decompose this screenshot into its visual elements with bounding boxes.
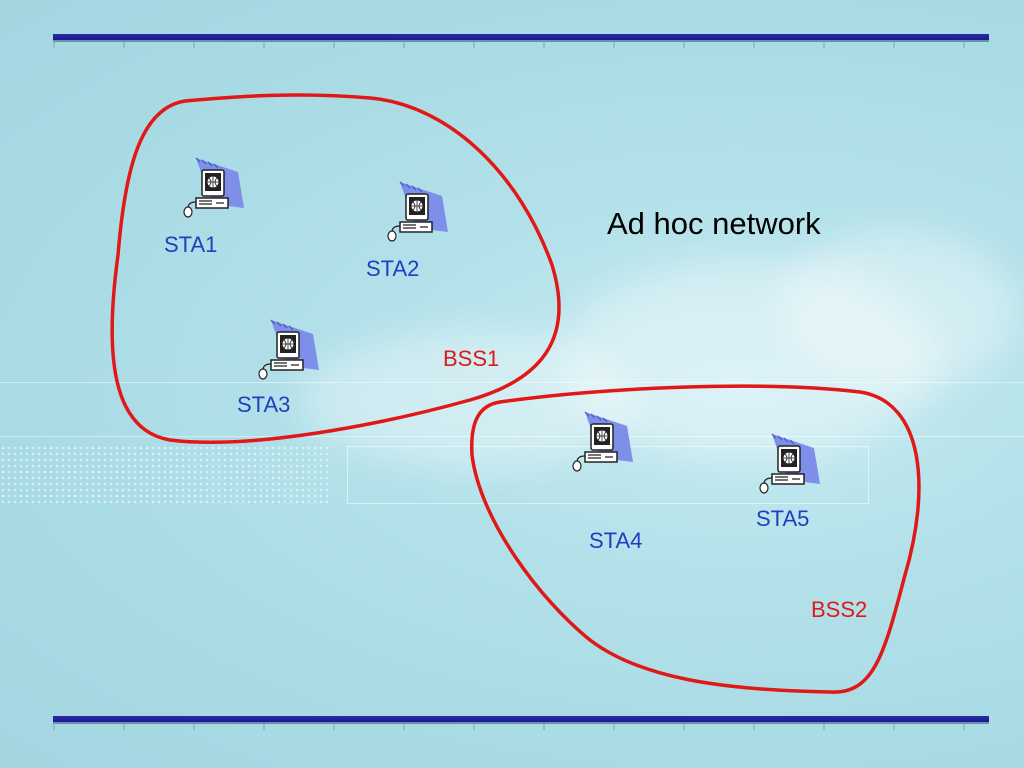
bottom-rule xyxy=(53,716,989,722)
station-label-sta4: STA4 xyxy=(589,528,643,553)
station-label-sta3: STA3 xyxy=(237,392,291,417)
computer-workstation-icon xyxy=(758,432,822,496)
background-line xyxy=(0,436,1024,437)
bss2-label: BSS2 xyxy=(811,597,868,622)
background-dot-pattern xyxy=(0,445,330,505)
top-rule-shadow xyxy=(53,40,989,42)
station-label-sta2: STA2 xyxy=(366,256,420,281)
top-rule-ticks xyxy=(53,40,989,48)
computer-workstation-icon xyxy=(182,156,246,220)
bss1-boundary xyxy=(110,93,561,444)
computer-workstation-icon xyxy=(386,180,450,244)
bottom-rule-ticks xyxy=(53,722,989,730)
bottom-rule-shadow xyxy=(53,722,989,724)
bss1-label: BSS1 xyxy=(443,346,500,371)
background-cloud xyxy=(780,230,1020,390)
computer-workstation-icon xyxy=(257,318,321,382)
station-label-sta1: STA1 xyxy=(164,232,218,257)
top-rule xyxy=(53,34,989,40)
bss2-boundary xyxy=(470,384,921,694)
station-label-sta5: STA5 xyxy=(756,506,810,531)
diagram-title: Ad hoc network xyxy=(607,206,821,241)
computer-workstation-icon xyxy=(571,410,635,474)
